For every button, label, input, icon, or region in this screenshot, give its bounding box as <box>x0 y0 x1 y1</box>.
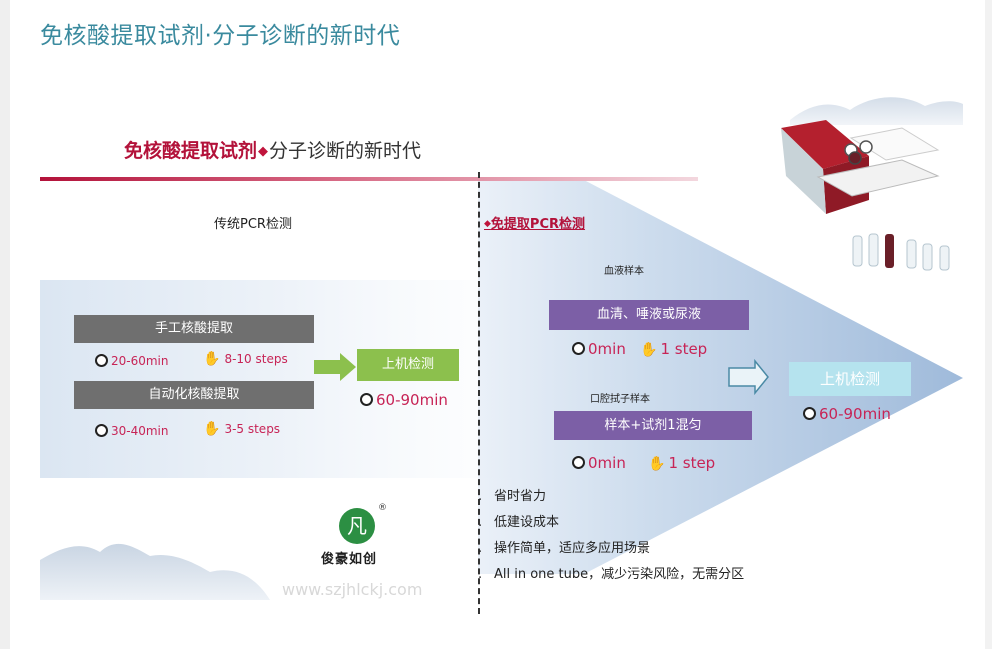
stopwatch-icon <box>95 354 108 367</box>
diamond-icon: ◆ <box>258 144 269 159</box>
left-margin <box>0 0 10 649</box>
right-margin <box>985 0 992 649</box>
benefit-item: .省时省力 <box>478 489 547 504</box>
company-logo: 凡 <box>339 508 375 544</box>
swab-sample-time-value: 0min <box>588 454 626 472</box>
green-arrow <box>314 353 356 381</box>
mountain-left <box>40 543 270 600</box>
slide-title-rest: 分子诊断的新时代 <box>269 140 422 162</box>
manual-extraction-box: 手工核酸提取 <box>74 315 314 343</box>
hand-icon: ✋ <box>203 351 221 367</box>
blood-sample-box: 血清、唾液或尿液 <box>549 300 749 330</box>
registered-mark: ® <box>378 503 387 513</box>
stopwatch-icon <box>572 456 585 469</box>
mountain-right <box>790 97 963 125</box>
swab-sample-steps-value: 1 step <box>668 454 716 472</box>
auto-extraction-steps-value: 3-5 steps <box>224 422 281 436</box>
extraction-free-detection-box: 上机检测 <box>789 362 911 396</box>
benefit-text: 操作简单，适应多应用场景 <box>494 541 651 556</box>
manual-extraction-steps-value: 8-10 steps <box>224 352 288 366</box>
slide-title: 免核酸提取试剂◆分子诊断的新时代 <box>124 136 421 163</box>
traditional-detection-time-value: 60-90min <box>376 391 448 409</box>
stopwatch-icon <box>95 424 108 437</box>
auto-extraction-time-value: 30-40min <box>111 424 169 438</box>
extraction-free-detection-time-value: 60-90min <box>819 405 891 423</box>
auto-extraction-steps: ✋3-5 steps <box>203 421 280 437</box>
title-underline <box>40 177 698 181</box>
auto-extraction-time: 30-40min <box>95 424 169 438</box>
traditional-detection-box: 上机检测 <box>357 349 459 381</box>
stopwatch-icon <box>360 393 373 406</box>
website-watermark: www.szjhlckj.com <box>282 580 423 599</box>
manual-extraction-time-value: 20-60min <box>111 354 169 368</box>
extraction-free-detection-time: 60-90min <box>803 405 891 423</box>
swab-sample-steps: ✋1 step <box>648 454 715 472</box>
stopwatch-icon <box>803 407 816 420</box>
manual-extraction-steps: ✋8-10 steps <box>203 351 288 367</box>
benefit-item: .操作简单，适应多应用场景 <box>478 541 651 556</box>
traditional-heading: 传统PCR检测 <box>214 217 292 232</box>
slide-title-highlight: 免核酸提取试剂 <box>124 140 258 162</box>
big-flow-arrow <box>478 180 963 574</box>
hand-icon: ✋ <box>648 456 666 472</box>
blood-sample-time-value: 0min <box>588 340 626 358</box>
swab-sample-box: 样本+试剂1混匀 <box>554 411 752 440</box>
hollow-arrow <box>728 358 769 396</box>
extraction-free-heading-label: 免提取PCR检测 <box>490 217 586 232</box>
manual-extraction-time: 20-60min <box>95 354 169 368</box>
extraction-free-heading: ◆免提取PCR检测 <box>484 213 585 232</box>
sample-tubes <box>852 233 950 271</box>
swab-sample-time: 0min <box>572 454 626 472</box>
traditional-detection-time: 60-90min <box>360 391 448 409</box>
blood-sample-steps: ✋1 step <box>640 340 707 358</box>
blood-sample-steps-value: 1 step <box>660 340 708 358</box>
hand-icon: ✋ <box>203 421 221 437</box>
benefit-text: 省时省力 <box>494 489 547 504</box>
blood-sample-label: 血液样本 <box>604 266 644 277</box>
column-divider <box>478 172 480 614</box>
company-name: 俊豪如创 <box>321 552 378 567</box>
stopwatch-icon <box>572 342 585 355</box>
swab-sample-label: 口腔拭子样本 <box>590 394 650 405</box>
page-title: 免核酸提取试剂·分子诊断的新时代 <box>40 23 401 49</box>
diamond-icon: ◆ <box>484 219 491 229</box>
benefit-item: .All in one tube，减少污染风险，无需分区 <box>478 567 745 582</box>
product-kit-box <box>781 120 940 214</box>
benefit-item: .低建设成本 <box>478 515 560 530</box>
benefit-text: All in one tube，减少污染风险，无需分区 <box>494 567 745 582</box>
hand-icon: ✋ <box>640 342 658 358</box>
benefits-list: .省时省力 .低建设成本 .操作简单，适应多应用场景 .All in one t… <box>478 484 744 588</box>
benefit-text: 低建设成本 <box>494 515 560 530</box>
blood-sample-time: 0min <box>572 340 626 358</box>
auto-extraction-box: 自动化核酸提取 <box>74 381 314 409</box>
